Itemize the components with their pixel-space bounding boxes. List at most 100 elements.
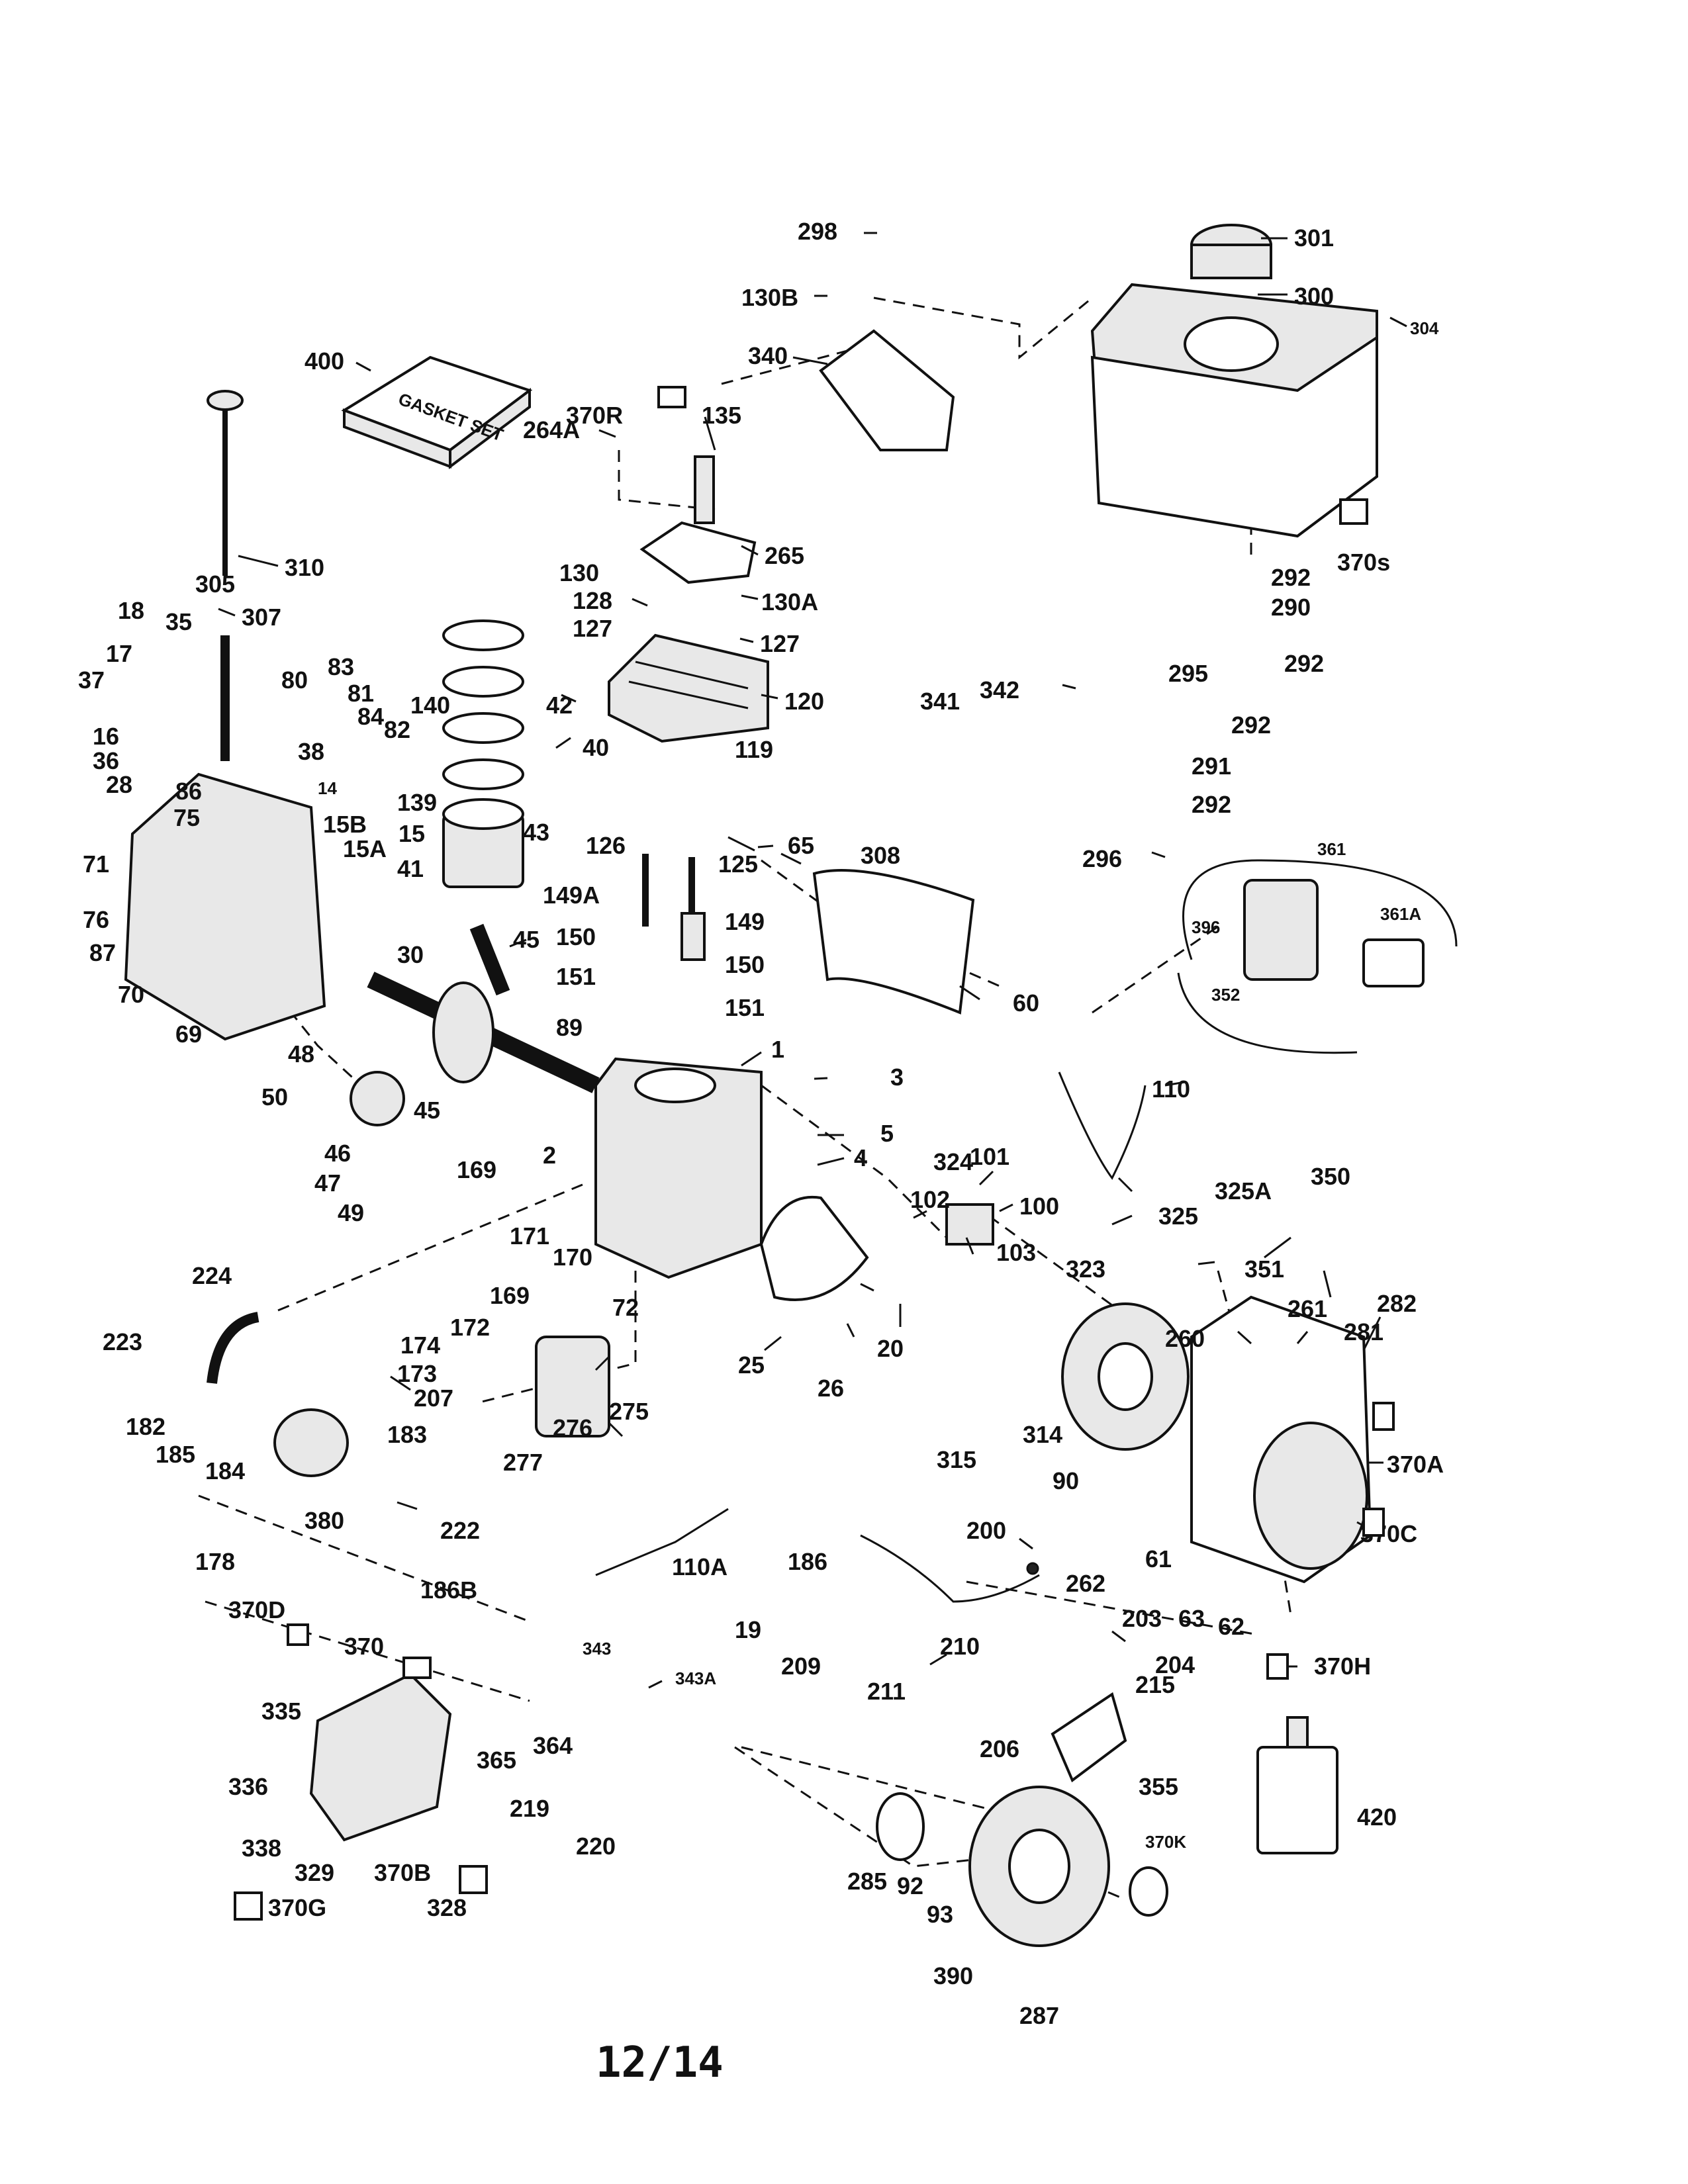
air-baffle: [812, 869, 975, 1015]
part-label-71: 71: [83, 850, 109, 878]
part-label-370B: 370B: [374, 1859, 431, 1886]
part-label-130B: 130B: [741, 284, 798, 311]
ignition-module: [945, 1203, 994, 1246]
part-label-350: 350: [1311, 1163, 1350, 1190]
part-label-364: 364: [533, 1732, 573, 1759]
part-label-308: 308: [861, 842, 900, 869]
part-label-340: 340: [748, 342, 788, 369]
cam-gear: [350, 1071, 405, 1126]
head-shroud: [639, 521, 757, 584]
part-label-292a: 292: [1271, 564, 1311, 591]
part-label-80: 80: [281, 666, 308, 694]
throttle-cable: [860, 1534, 1040, 1603]
part-label-69: 69: [175, 1021, 202, 1048]
part-label-75: 75: [173, 804, 200, 831]
part-label-103: 103: [996, 1239, 1036, 1266]
part-label-277: 277: [503, 1449, 543, 1476]
part-label-16: 16: [93, 723, 119, 750]
part-label-396: 396: [1192, 917, 1220, 937]
part-label-172: 172: [450, 1314, 490, 1341]
part-label-282: 282: [1377, 1290, 1417, 1317]
starter-handle: [1051, 1692, 1127, 1783]
part-label-20: 20: [877, 1335, 904, 1362]
part-label-35: 35: [165, 608, 192, 635]
part-label-63: 63: [1178, 1605, 1205, 1632]
part-label-100: 100: [1019, 1193, 1059, 1220]
part-label-41: 41: [397, 855, 424, 882]
part-label-110A: 110A: [672, 1553, 727, 1580]
part-label-336: 336: [228, 1773, 268, 1800]
part-label-262: 262: [1066, 1570, 1105, 1597]
part-label-206: 206: [980, 1735, 1019, 1762]
part-label-92: 92: [897, 1872, 923, 1899]
part-label-60: 60: [1013, 989, 1039, 1017]
page-number: 12/14: [596, 2038, 724, 2087]
part-label-149: 149: [725, 908, 765, 935]
spark-plug: [694, 455, 715, 524]
part-label-18: 18: [118, 597, 144, 624]
part-label-370: 370: [344, 1633, 384, 1660]
part-label-209: 209: [781, 1653, 821, 1680]
part-label-325: 325: [1158, 1203, 1198, 1230]
part-label-292d: 292: [1192, 791, 1231, 818]
part-label-151b: 151: [725, 994, 765, 1021]
fuel-tank: [1090, 224, 1378, 538]
part-label-178: 178: [195, 1548, 235, 1575]
part-label-84: 84: [357, 703, 384, 730]
part-label-315: 315: [937, 1446, 976, 1473]
part-label-224: 224: [192, 1262, 232, 1289]
part-label-290: 290: [1271, 594, 1311, 621]
part-label-15A: 15A: [343, 835, 387, 862]
part-label-365: 365: [477, 1747, 516, 1774]
part-label-186: 186: [788, 1548, 827, 1575]
part-label-324: 324: [933, 1148, 973, 1175]
part-shapes: GASKET SET: [124, 224, 1458, 1947]
part-label-2: 2: [543, 1142, 556, 1169]
part-label-47: 47: [314, 1169, 341, 1197]
part-label-169a: 169: [457, 1156, 496, 1183]
part-label-323: 323: [1066, 1255, 1105, 1283]
crankcase-cover: [124, 772, 326, 1041]
part-label-310: 310: [285, 554, 324, 581]
part-label-28: 28: [106, 771, 132, 798]
part-label-151a: 151: [556, 963, 596, 990]
part-label-342: 342: [980, 676, 1019, 704]
part-label-295: 295: [1168, 660, 1208, 687]
carburetor: [273, 1408, 349, 1477]
part-label-76: 76: [83, 906, 109, 933]
part-label-343A: 343A: [675, 1668, 716, 1688]
part-label-110: 110: [1152, 1075, 1190, 1103]
part-label-210: 210: [940, 1633, 980, 1660]
part-label-298: 298: [798, 218, 837, 245]
part-label-14: 14: [318, 778, 337, 798]
part-label-370R: 370R: [566, 402, 623, 429]
part-label-296: 296: [1082, 845, 1122, 872]
part-label-370D: 370D: [228, 1596, 285, 1623]
part-label-135: 135: [702, 402, 741, 429]
part-label-351: 351: [1244, 1255, 1284, 1283]
part-label-62: 62: [1218, 1613, 1244, 1640]
part-label-38: 38: [298, 738, 324, 765]
part-label-125: 125: [718, 850, 758, 878]
part-label-126: 126: [586, 832, 626, 859]
part-label-380: 380: [305, 1507, 344, 1534]
part-label-265: 265: [765, 542, 804, 569]
part-label-285: 285: [847, 1868, 887, 1895]
part-label-82: 82: [384, 716, 410, 743]
part-label-182: 182: [126, 1413, 165, 1440]
part-label-304: 304: [1410, 318, 1439, 338]
part-label-300: 300: [1294, 283, 1334, 310]
part-label-370H: 370H: [1314, 1653, 1371, 1680]
part-label-183: 183: [387, 1421, 427, 1448]
cylinder-head: [608, 633, 769, 743]
ground-wire: [595, 1508, 729, 1576]
part-label-292c: 292: [1231, 711, 1271, 739]
part-label-184: 184: [205, 1457, 245, 1484]
part-label-169b: 169: [490, 1282, 530, 1309]
tank-bracket: [819, 329, 955, 451]
part-label-127b: 127: [760, 630, 800, 657]
decals: [234, 386, 1395, 1921]
part-label-48: 48: [288, 1040, 314, 1068]
part-label-186B: 186B: [420, 1576, 477, 1604]
part-label-420: 420: [1357, 1803, 1397, 1831]
